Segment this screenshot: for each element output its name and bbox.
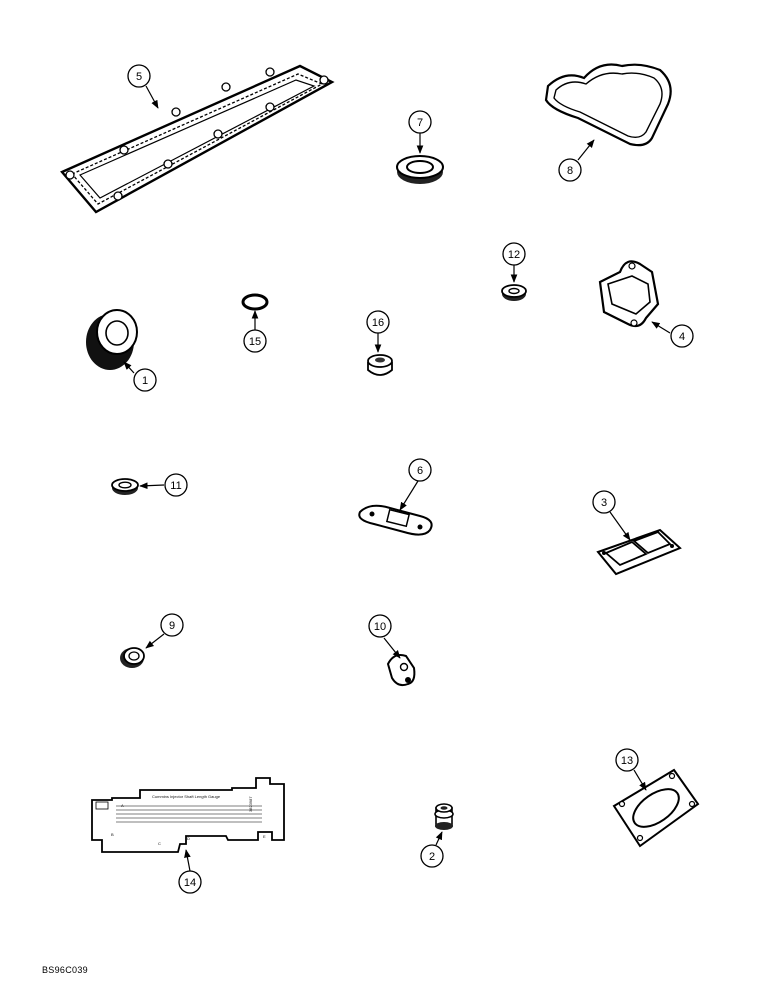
cover-gasket-part-8 [544,63,672,147]
callout-5: 5 [127,64,151,88]
callout-16: 16 [366,310,390,334]
gauge-card-title: Cummins Injector Shaft Length Gauge [152,794,221,799]
svg-text:12: 12 [508,249,520,261]
gauge-panel-label: D [187,836,190,841]
small-seal-part-11 [111,478,139,495]
oil-seal-part-1 [86,309,138,370]
callout-1: 1 [133,368,157,392]
svg-text:16: 16 [372,317,384,329]
gauge-panel-label: E [263,834,266,839]
svg-text:15: 15 [249,336,261,348]
o-ring-part-15 [241,293,269,311]
svg-text:10: 10 [374,621,386,633]
svg-text:7: 7 [417,117,423,129]
grommet-part-2 [434,803,454,830]
svg-text:8: 8 [567,165,573,177]
callout-8: 8 [558,158,582,182]
svg-text:5: 5 [136,71,142,83]
callout-14: 14 [178,870,202,894]
gauge-card-part-no: 3823987 [248,796,253,812]
callout-4: 4 [670,324,694,348]
valve-cover-gasket-part-5 [60,64,335,214]
gauge-panel-label: A [121,803,124,808]
svg-text:1: 1 [142,375,148,387]
callout-6: 6 [408,458,432,482]
callout-11: 11 [164,473,188,497]
svg-text:6: 6 [417,465,423,477]
callout-15: 15 [243,329,267,353]
clamp-part-10 [386,654,416,687]
svg-text:4: 4 [679,331,685,343]
svg-text:14: 14 [184,877,196,889]
callout-13: 13 [615,748,639,772]
svg-text:3: 3 [601,497,607,509]
flange-gasket-part-6 [358,504,433,536]
gauge-panel-label: B [111,832,114,837]
svg-text:13: 13 [621,755,633,767]
svg-text:9: 9 [169,620,175,632]
callout-12: 12 [502,242,526,266]
figure-reference-code: BS96C039 [42,965,88,975]
plug-part-16 [367,354,393,376]
svg-text:11: 11 [170,480,181,492]
turbo-gasket-part-13 [612,768,700,848]
washer-part-9 [120,647,145,668]
callout-2: 2 [420,844,444,868]
callout-10: 10 [368,614,392,638]
callouts: 5 7 8 12 16 4 15 1 [127,64,694,894]
callout-3: 3 [592,490,616,514]
svg-text:2: 2 [429,851,435,863]
exhaust-gasket-part-4 [598,260,660,328]
leader-lines [123,85,671,872]
double-port-gasket-part-3 [596,528,682,576]
seal-ring-part-7 [396,155,444,184]
callout-7: 7 [408,110,432,134]
gauge-panel-label: C [158,841,161,846]
washer-part-12 [501,284,527,301]
callout-9: 9 [160,613,184,637]
gauge-card-part-14: Cummins Injector Shaft Length Gauge 3823… [91,777,285,853]
